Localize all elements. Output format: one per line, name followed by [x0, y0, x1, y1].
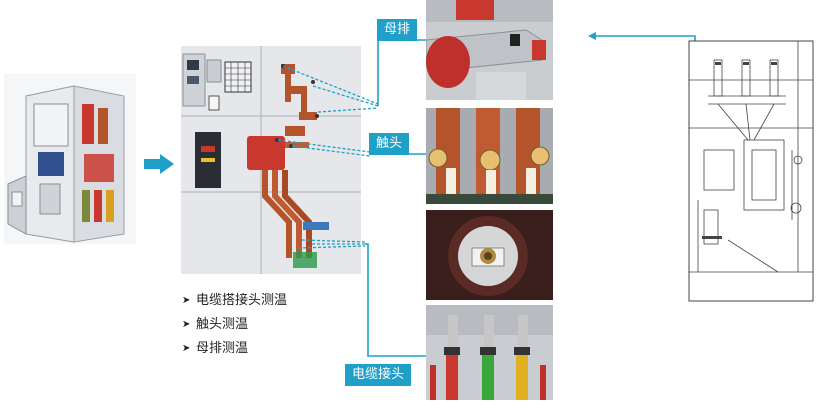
triangle-right-icon: ➤	[182, 319, 191, 330]
triangle-right-icon: ➤	[182, 343, 191, 354]
switchgear-technical-drawing	[688, 40, 816, 302]
bullet-text: 触头测温	[196, 317, 249, 332]
photo-busbar	[426, 0, 553, 100]
list-item: ➤ 电缆搭接头测温	[182, 289, 287, 313]
switchgear-3d-illustration	[4, 74, 136, 244]
photo-contact-closeup	[426, 210, 553, 300]
triangle-right-icon: ➤	[182, 295, 191, 306]
photo-cable-joints	[426, 305, 553, 400]
label-cable-joint: 电缆接头	[345, 364, 412, 386]
photo-contacts	[426, 108, 553, 204]
list-item: ➤ 母排测温	[182, 337, 287, 361]
bullet-text: 电缆搭接头测温	[196, 293, 288, 308]
measurement-points-list: ➤ 电缆搭接头测温 ➤ 触头测温 ➤ 母排测温	[182, 289, 287, 361]
switchgear-cross-section	[181, 46, 361, 274]
bullet-text: 母排测温	[196, 341, 249, 356]
label-busbar: 母排	[377, 19, 418, 41]
list-item: ➤ 触头测温	[182, 313, 287, 337]
arrow-right-icon	[144, 154, 174, 174]
label-contact: 触头	[369, 133, 410, 155]
